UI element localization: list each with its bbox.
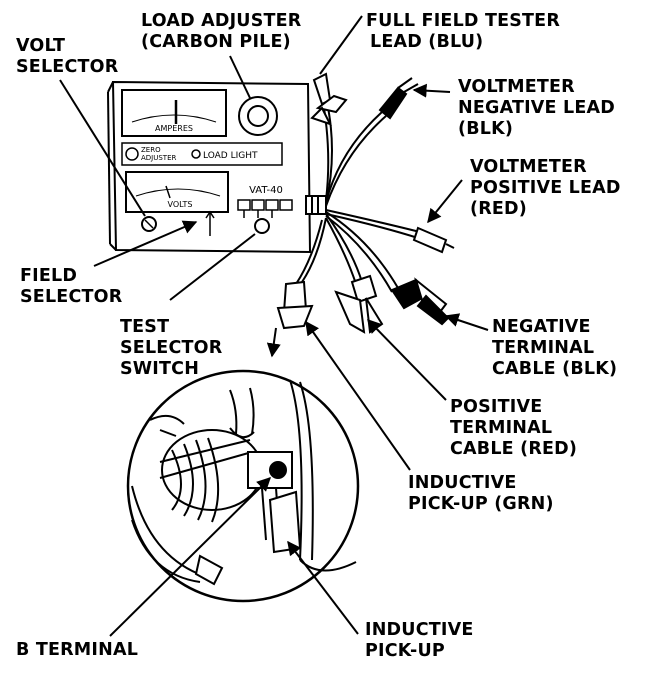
voltmeter-positive-clip — [412, 226, 455, 254]
positive-terminal-leader — [367, 318, 447, 401]
full-field-tester-probe — [310, 72, 348, 126]
voltmeter-positive-leader — [427, 179, 463, 224]
model-label: VAT-40 — [249, 185, 283, 196]
volt-selector-knob[interactable] — [141, 216, 157, 232]
volts-label: VOLTS — [168, 200, 193, 209]
load-light-lamp — [191, 149, 201, 159]
load-adjuster-leader — [229, 55, 251, 99]
test-selector-buttons[interactable] — [237, 199, 293, 218]
full-field-leader — [319, 15, 363, 75]
b-terminal-leader — [109, 477, 271, 637]
field-selector-switch[interactable] — [205, 210, 215, 236]
adjuster-label: ADJUSTER — [141, 154, 177, 162]
zero-adjuster-row: ZERO ADJUSTER LOAD LIGHT — [121, 142, 283, 166]
test-selector-leader — [169, 233, 256, 301]
leader-lines — [59, 15, 489, 637]
voltmeter-negative-leader — [412, 83, 451, 98]
amperes-label: AMPERES — [155, 124, 193, 133]
inductive-pickup-clamp — [276, 280, 314, 330]
voltmeter-negative-clip — [378, 77, 419, 120]
inductive-pickup-leader — [287, 540, 359, 635]
cable-clamp — [305, 195, 327, 215]
load-adjuster-label: LOAD ADJUSTER(CARBON PILE) — [141, 11, 302, 52]
field-selector-leader — [93, 220, 198, 267]
zero-label: ZERO — [141, 146, 161, 154]
alternator-inset — [126, 369, 360, 603]
inductive-pickup-grn-leader — [305, 320, 411, 471]
negative-terminal-leader — [444, 313, 489, 331]
test-selector-switch[interactable] — [254, 218, 270, 234]
load-light-label: LOAD LIGHT — [203, 151, 258, 161]
ammeter-gauge: AMPERES — [121, 89, 227, 137]
b-terminal-label: B TERMINAL — [16, 640, 139, 660]
positive-terminal-clamp — [334, 274, 384, 334]
zero-adjuster-screw[interactable] — [125, 147, 139, 161]
negative-terminal-clamp — [390, 277, 450, 326]
pickup-to-inset-arrow — [266, 327, 281, 358]
load-adjuster-knob[interactable] — [238, 96, 278, 136]
volt-selector-leader — [59, 79, 146, 217]
cable-bundle — [295, 95, 421, 293]
voltmeter-gauge: VOLTS — [125, 171, 229, 213]
